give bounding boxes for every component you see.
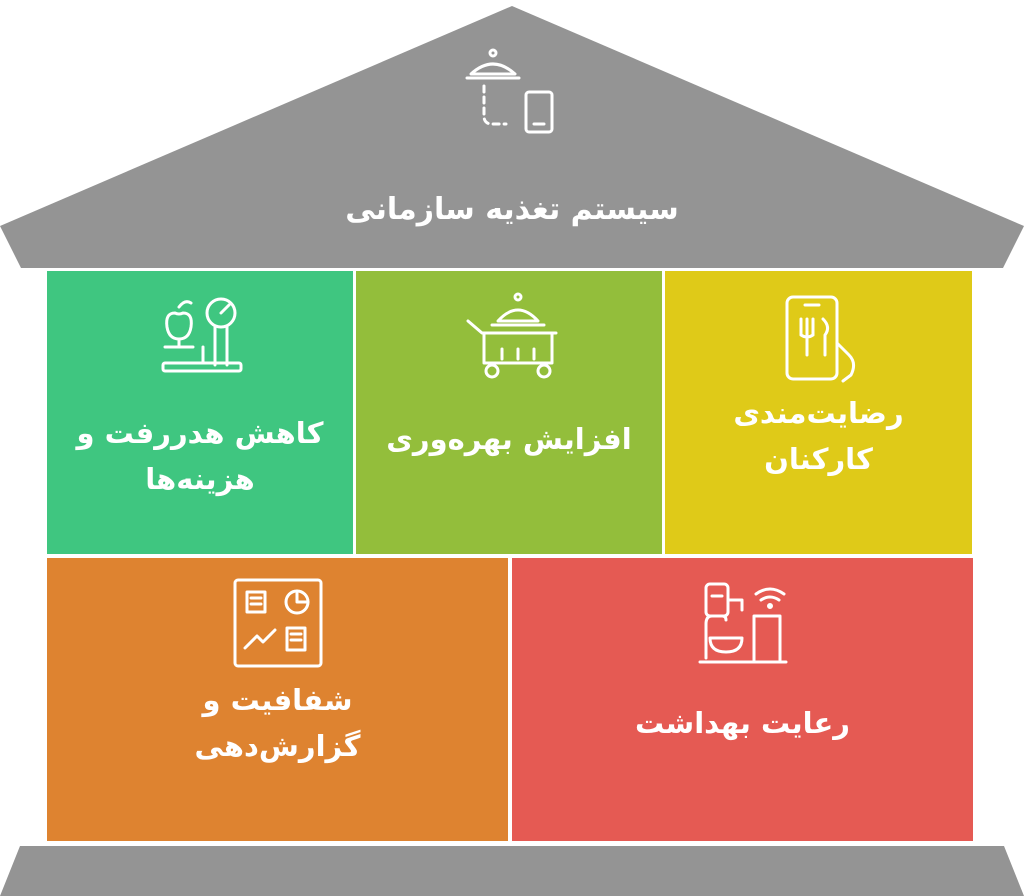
pillar-hygiene: رعایت بهداشت [512,558,973,841]
pillar-satisfaction-line2: کارکنان [764,442,873,476]
pillar-transparency-line2: گزارش‌دهی [194,729,361,763]
pillar-transparency: شفافیت و گزارش‌دهی [47,558,508,841]
coffee-machine-wifi-icon [698,582,788,664]
roof [0,6,1024,268]
dashboard-report-icon [233,578,323,668]
phone-menu-hand-icon [785,295,856,383]
food-tray-phone-icon [465,48,554,134]
food-cart-icon [466,292,558,379]
pillar-hygiene-line1: رعایت بهداشت [634,706,851,740]
pillar-productivity: افزایش بهره‌وری [356,271,662,554]
pillar-productivity-line1: افزایش بهره‌وری [386,422,632,456]
scale-apple-icon [161,297,243,373]
pillar-cost-line1: کاهش هدررفت و [76,416,324,450]
pillar-transparency-line1: شفافیت و [202,683,353,717]
base-foundation [0,846,1024,896]
pillar-employee-satisfaction: رضایت‌مندی کارکنان [665,271,972,554]
pillar-cost-reduction: کاهش هدررفت و هزینه‌ها [47,271,353,554]
page-title: سیستم تغذیه سازمانی [345,192,679,227]
pillar-satisfaction-line1: رضایت‌مندی [733,396,904,430]
pillar-cost-line2: هزینه‌ها [145,462,255,496]
